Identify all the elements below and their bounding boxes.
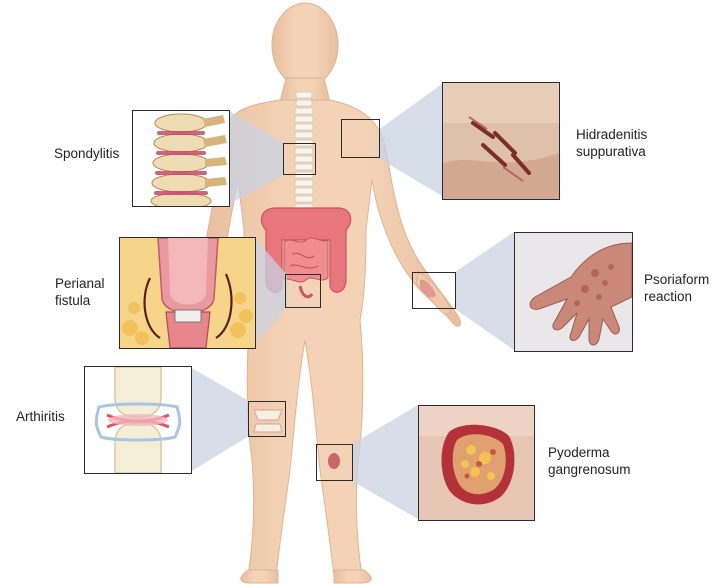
label-psoriaform-line2: reaction: [644, 288, 709, 305]
label-perianal: Perianal fistula: [55, 275, 105, 309]
label-spondylitis: Spondylitis: [54, 145, 119, 162]
marker-spondylitis: [283, 143, 316, 175]
label-hidradenitis-line1: Hidradenitis: [576, 126, 647, 143]
marker-arthritis: [248, 401, 286, 437]
arthritis-image: [84, 366, 192, 474]
marker-perianal: [285, 274, 321, 308]
label-psoriaform-line1: Psoriaform: [644, 271, 709, 288]
label-perianal-line2: fistula: [55, 292, 105, 309]
label-arthritis: Arthiritis: [16, 408, 65, 425]
spondylitis-image: [132, 110, 230, 207]
marker-psoriaform: [412, 272, 456, 309]
marker-pyoderma: [316, 444, 353, 481]
label-pyoderma: Pyoderma gangrenosum: [548, 444, 631, 478]
hidradenitis-image: [442, 82, 560, 200]
psoriaform-reaction-image: [514, 232, 633, 352]
label-arthritis-line1: Arthiritis: [16, 408, 65, 425]
label-perianal-line1: Perianal: [55, 275, 105, 292]
label-psoriaform: Psoriaform reaction: [644, 271, 709, 305]
label-spondylitis-line1: Spondylitis: [54, 145, 119, 162]
perianal-fistula-image: [119, 237, 256, 349]
marker-hidradenitis: [341, 119, 380, 158]
label-hidradenitis: Hidradenitis suppurativa: [576, 126, 647, 160]
label-hidradenitis-line2: suppurativa: [576, 143, 647, 160]
label-pyoderma-line1: Pyoderma: [548, 444, 631, 461]
pyoderma-gangrenosum-image: [418, 405, 535, 521]
label-pyoderma-line2: gangrenosum: [548, 461, 631, 478]
